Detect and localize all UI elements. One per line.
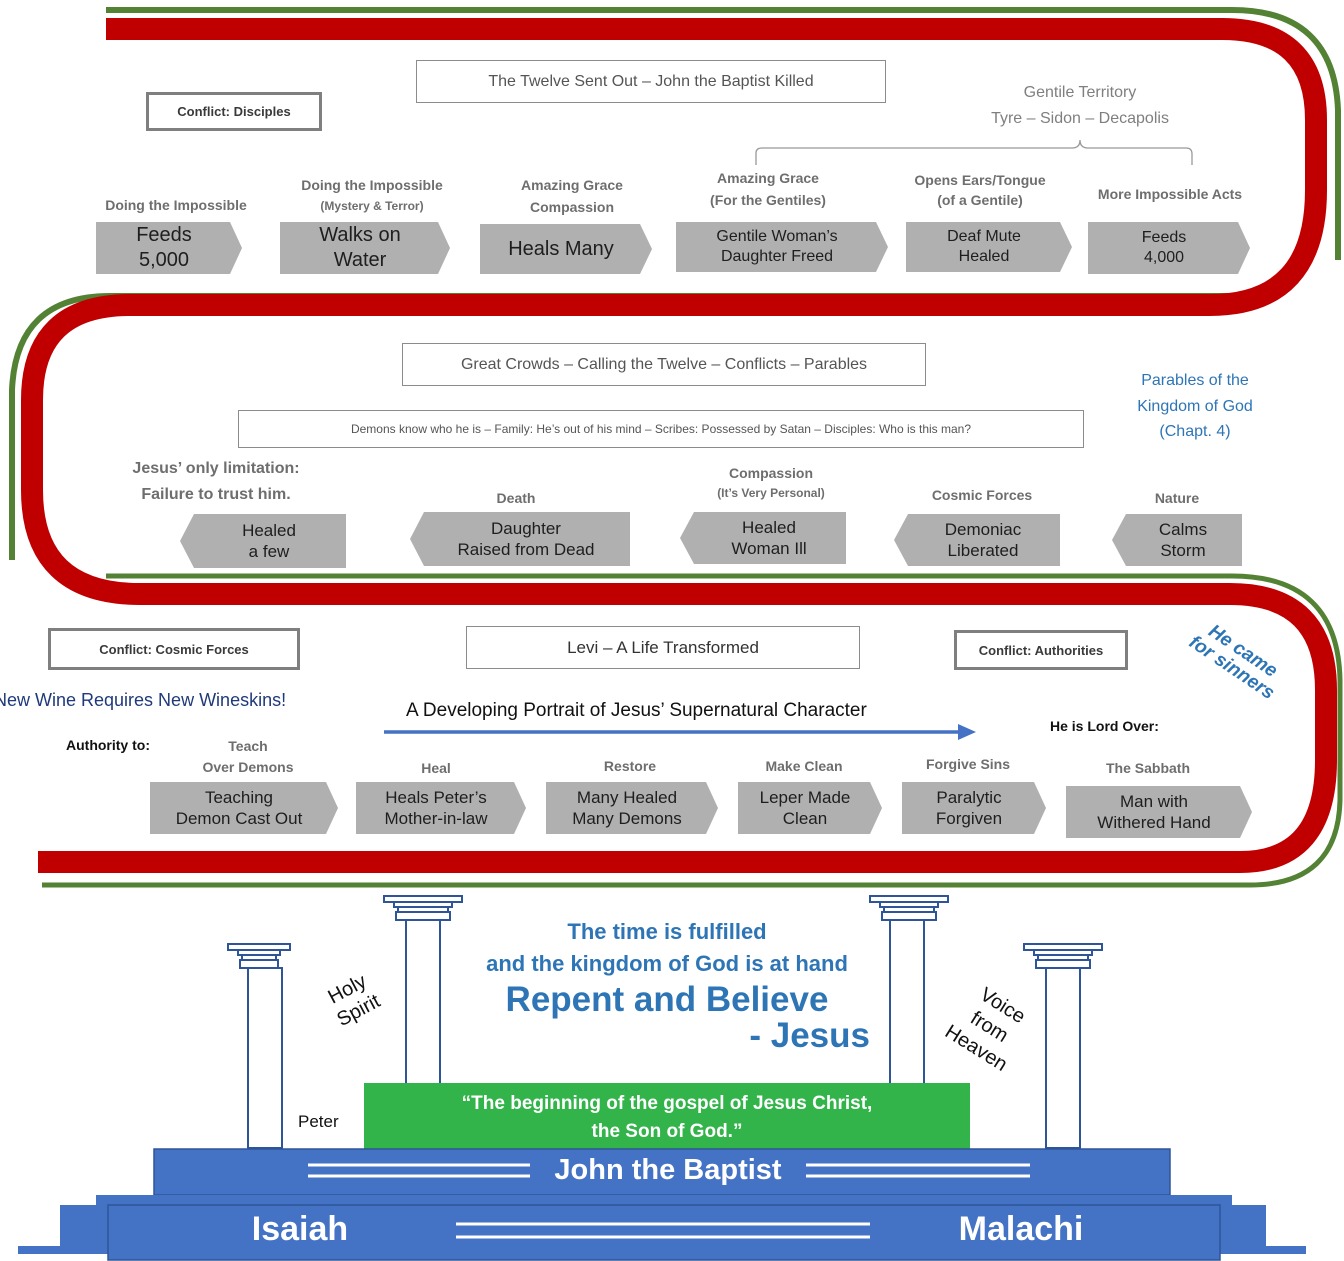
step-header: Doing the Impossible (Mystery & Terror) xyxy=(280,175,464,216)
conflict-disciples-box: Conflict: Disciples xyxy=(146,92,322,131)
new-wine-note: New Wine Requires New Wineskins! xyxy=(0,690,287,710)
jesus-signature: - Jesus xyxy=(749,1016,870,1055)
limitation-note: Jesus’ only limitation: Failure to trust… xyxy=(132,460,300,503)
parables-note: Parables of the Kingdom of God (Chapt. 4… xyxy=(1137,372,1253,441)
step-header-main: Doing the Impossible xyxy=(301,177,443,193)
step-header: Compassion (It’s Very Personal) xyxy=(684,464,858,502)
green-track-mid xyxy=(9,293,1232,560)
column-right-outer xyxy=(1023,943,1103,1149)
conflict-cosmic-box: Conflict: Cosmic Forces xyxy=(48,628,300,670)
gentile-brace xyxy=(755,139,1193,165)
time-fulfilled: The time is fulfilled xyxy=(567,919,767,944)
portrait-caption: A Developing Portrait of Jesus’ Supernat… xyxy=(406,700,867,721)
kingdom-at-hand: and the kingdom of God is at hand xyxy=(486,950,848,976)
malachi-label: Malachi xyxy=(958,1210,1084,1248)
step-header: Nature xyxy=(1154,490,1200,506)
step-header: Amazing Grace Compassion xyxy=(521,177,623,215)
column-left-outer xyxy=(227,943,291,1149)
peter-label: Peter xyxy=(298,1112,339,1131)
step-header: Doing the Impossible xyxy=(105,197,247,213)
step-calms-storm: Calms Storm xyxy=(1112,514,1242,566)
gospel-banner xyxy=(364,1083,970,1149)
step-header-sub: (It’s Very Personal) xyxy=(717,485,825,500)
green-track-low xyxy=(42,573,1343,888)
step-header: Make Clean xyxy=(765,758,843,774)
base-foot-right xyxy=(1218,1205,1266,1246)
kingdom-text: The time is fulfilled and the kingdom of… xyxy=(430,916,904,980)
step-header: Cosmic Forces xyxy=(931,487,1033,503)
step-walks-on-water: Walks on Water xyxy=(280,222,450,274)
step-header: The Sabbath xyxy=(1105,760,1190,776)
lord-over-label: He is Lord Over: xyxy=(1050,718,1159,734)
gentile-territory-label: Gentile Territory Tyre – Sidon – Decapol… xyxy=(960,80,1200,131)
step-feeds-5000: Feeds 5,000 xyxy=(96,222,242,274)
step-header: Restore xyxy=(603,758,657,774)
step-daughter-raised: Daughter Raised from Dead xyxy=(410,512,630,566)
isaiah-label: Isaiah xyxy=(251,1210,349,1248)
step-header: Teach Over Demons xyxy=(202,738,294,775)
step-header-sub: (Mystery & Terror) xyxy=(320,199,424,214)
green-track-top xyxy=(106,7,1341,260)
step-healed-a-few: Healed a few xyxy=(180,514,346,568)
john-step xyxy=(153,1148,1171,1196)
step-withered-hand: Man with Withered Hand xyxy=(1066,786,1252,838)
column-right-inner xyxy=(869,895,949,1085)
step-header: Amazing Grace (For the Gentiles) xyxy=(710,170,826,208)
step-header: More Impossible Acts xyxy=(1097,186,1243,202)
middle-banner: Great Crowds – Calling the Twelve – Conf… xyxy=(402,343,926,386)
middle-subbanner: Demons know who he is – Family: He’s out… xyxy=(238,410,1084,448)
gentile-places: Tyre – Sidon – Decapolis xyxy=(991,109,1169,127)
step-teaching: Teaching Demon Cast Out xyxy=(150,782,338,834)
step-woman-healed: Healed Woman Ill xyxy=(680,512,846,564)
step-deaf-mute: Deaf Mute Healed xyxy=(906,222,1072,272)
step-header-main: Compassion xyxy=(728,465,813,481)
authority-to-label: Authority to: xyxy=(66,737,150,753)
step-header: Heal xyxy=(421,760,451,776)
top-banner: The Twelve Sent Out – John the Baptist K… xyxy=(416,60,886,103)
step-many-healed: Many Healed Many Demons xyxy=(546,782,718,834)
bottom-banner: Levi – A Life Transformed xyxy=(466,626,860,669)
step-header: Opens Ears/Tongue (of a Gentile) xyxy=(914,172,1046,209)
step-peters-mother: Heals Peter’s Mother-in-law xyxy=(356,782,526,834)
gospel-quote: “The beginning of the gospel of Jesus Ch… xyxy=(461,1093,873,1142)
step-header: Death xyxy=(496,490,536,506)
step-header: Forgive Sins xyxy=(925,756,1011,772)
step-paralytic: Paralytic Forgiven xyxy=(902,782,1046,834)
step-demoniac: Demoniac Liberated xyxy=(894,514,1060,566)
step-heals-many: Heals Many xyxy=(480,224,652,274)
step-gentile-woman: Gentile Woman’s Daughter Freed xyxy=(676,222,888,272)
base-ledge xyxy=(96,1195,1232,1205)
prophets-step xyxy=(107,1204,1221,1261)
step-feeds-4000: Feeds 4,000 xyxy=(1088,222,1250,274)
base-foot-left xyxy=(60,1205,110,1246)
gentile-title: Gentile Territory xyxy=(1023,84,1137,101)
john-the-baptist-label: John the Baptist xyxy=(554,1154,782,1186)
repent-believe: Repent and Believe xyxy=(505,980,829,1019)
conflict-authorities-box: Conflict: Authorities xyxy=(954,630,1128,670)
red-track xyxy=(21,18,1337,873)
portrait-arrowhead xyxy=(958,724,976,740)
step-leper: Leper Made Clean xyxy=(738,782,882,834)
